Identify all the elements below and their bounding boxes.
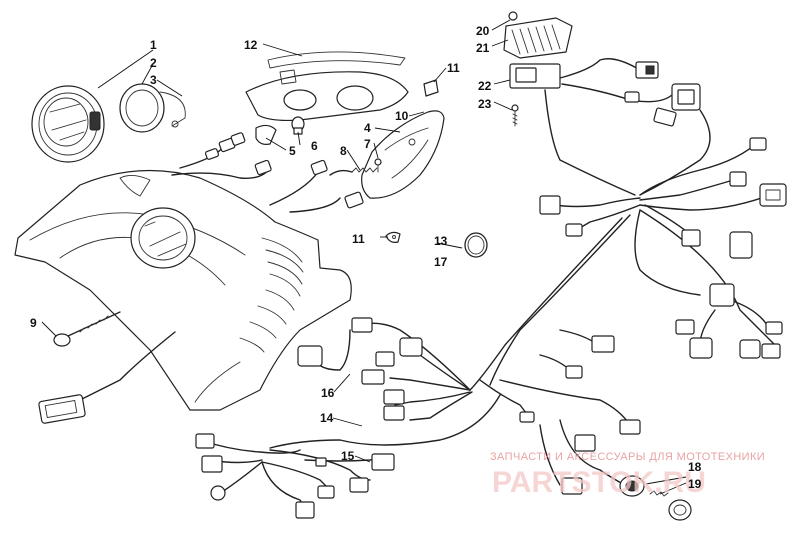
hood-vents [239,237,304,353]
callout-18: 18 [688,460,702,474]
watermark-brand: PARTSTOK.RU [492,466,706,499]
callout-7: 7 [364,137,371,151]
cable-tie-ring [464,232,488,258]
headlight-bezel [361,110,445,199]
callout-4: 4 [364,121,371,135]
headlight-housing [245,69,409,122]
gauge-bracket [159,91,186,128]
ignition-switch [619,475,669,497]
callout-10: 10 [395,109,409,123]
clip-upper [423,79,439,97]
callout-20: 20 [476,24,490,38]
headlight-lens [267,51,406,69]
gauge-bezel [119,83,165,133]
speedometer-gauge [31,85,105,163]
regulator-nut [508,11,518,21]
callout-8: 8 [340,144,347,158]
callout-14: 14 [320,411,334,425]
callout-9: 9 [30,316,37,330]
callout-23: 23 [478,97,492,111]
callout-3: 3 [150,73,157,87]
callout-22: 22 [478,79,492,93]
callout-11-upper: 11 [447,61,460,75]
callout-1: 1 [150,38,157,52]
callout-13: 13 [434,234,448,248]
clip-lower [385,231,401,243]
spring [351,167,378,173]
callout-11-lower: 11 [352,232,365,246]
callout-2: 2 [150,56,157,70]
callout-19: 19 [688,477,702,491]
callout-17: 17 [434,255,448,269]
diagnostic-connector [38,331,176,424]
callout-labels: 1 2 3 4 5 6 7 8 9 10 11 11 12 13 14 15 1… [30,24,702,491]
watermark-tagline: ЗАПЧАСТИ И АКСЕССУАРЫ ДЛЯ МОТОТЕХНИКИ [490,451,765,463]
voltage-regulator [503,17,573,89]
regulator-screw [511,104,519,127]
accessory-harness [195,433,395,519]
callout-5: 5 [289,144,296,158]
headlight-harness [171,132,364,213]
callout-15: 15 [341,449,355,463]
mounting-bolt [53,311,121,347]
main-wiring-harness [269,58,776,486]
headlight-bulb [291,116,305,135]
callout-6: 6 [311,139,318,153]
callout-21: 21 [476,41,490,55]
watermark: ЗАПЧАСТИ И АКСЕССУАРЫ ДЛЯ МОТОТЕХНИКИ PA… [490,451,765,499]
hood-panel [14,169,352,411]
bulb-socket [255,124,277,145]
callout-16: 16 [321,386,335,400]
callout-12: 12 [244,38,258,52]
leader-lines [41,19,687,495]
screw-small [374,158,382,173]
ignition-nut [668,499,692,521]
harness-connectors [297,61,787,495]
